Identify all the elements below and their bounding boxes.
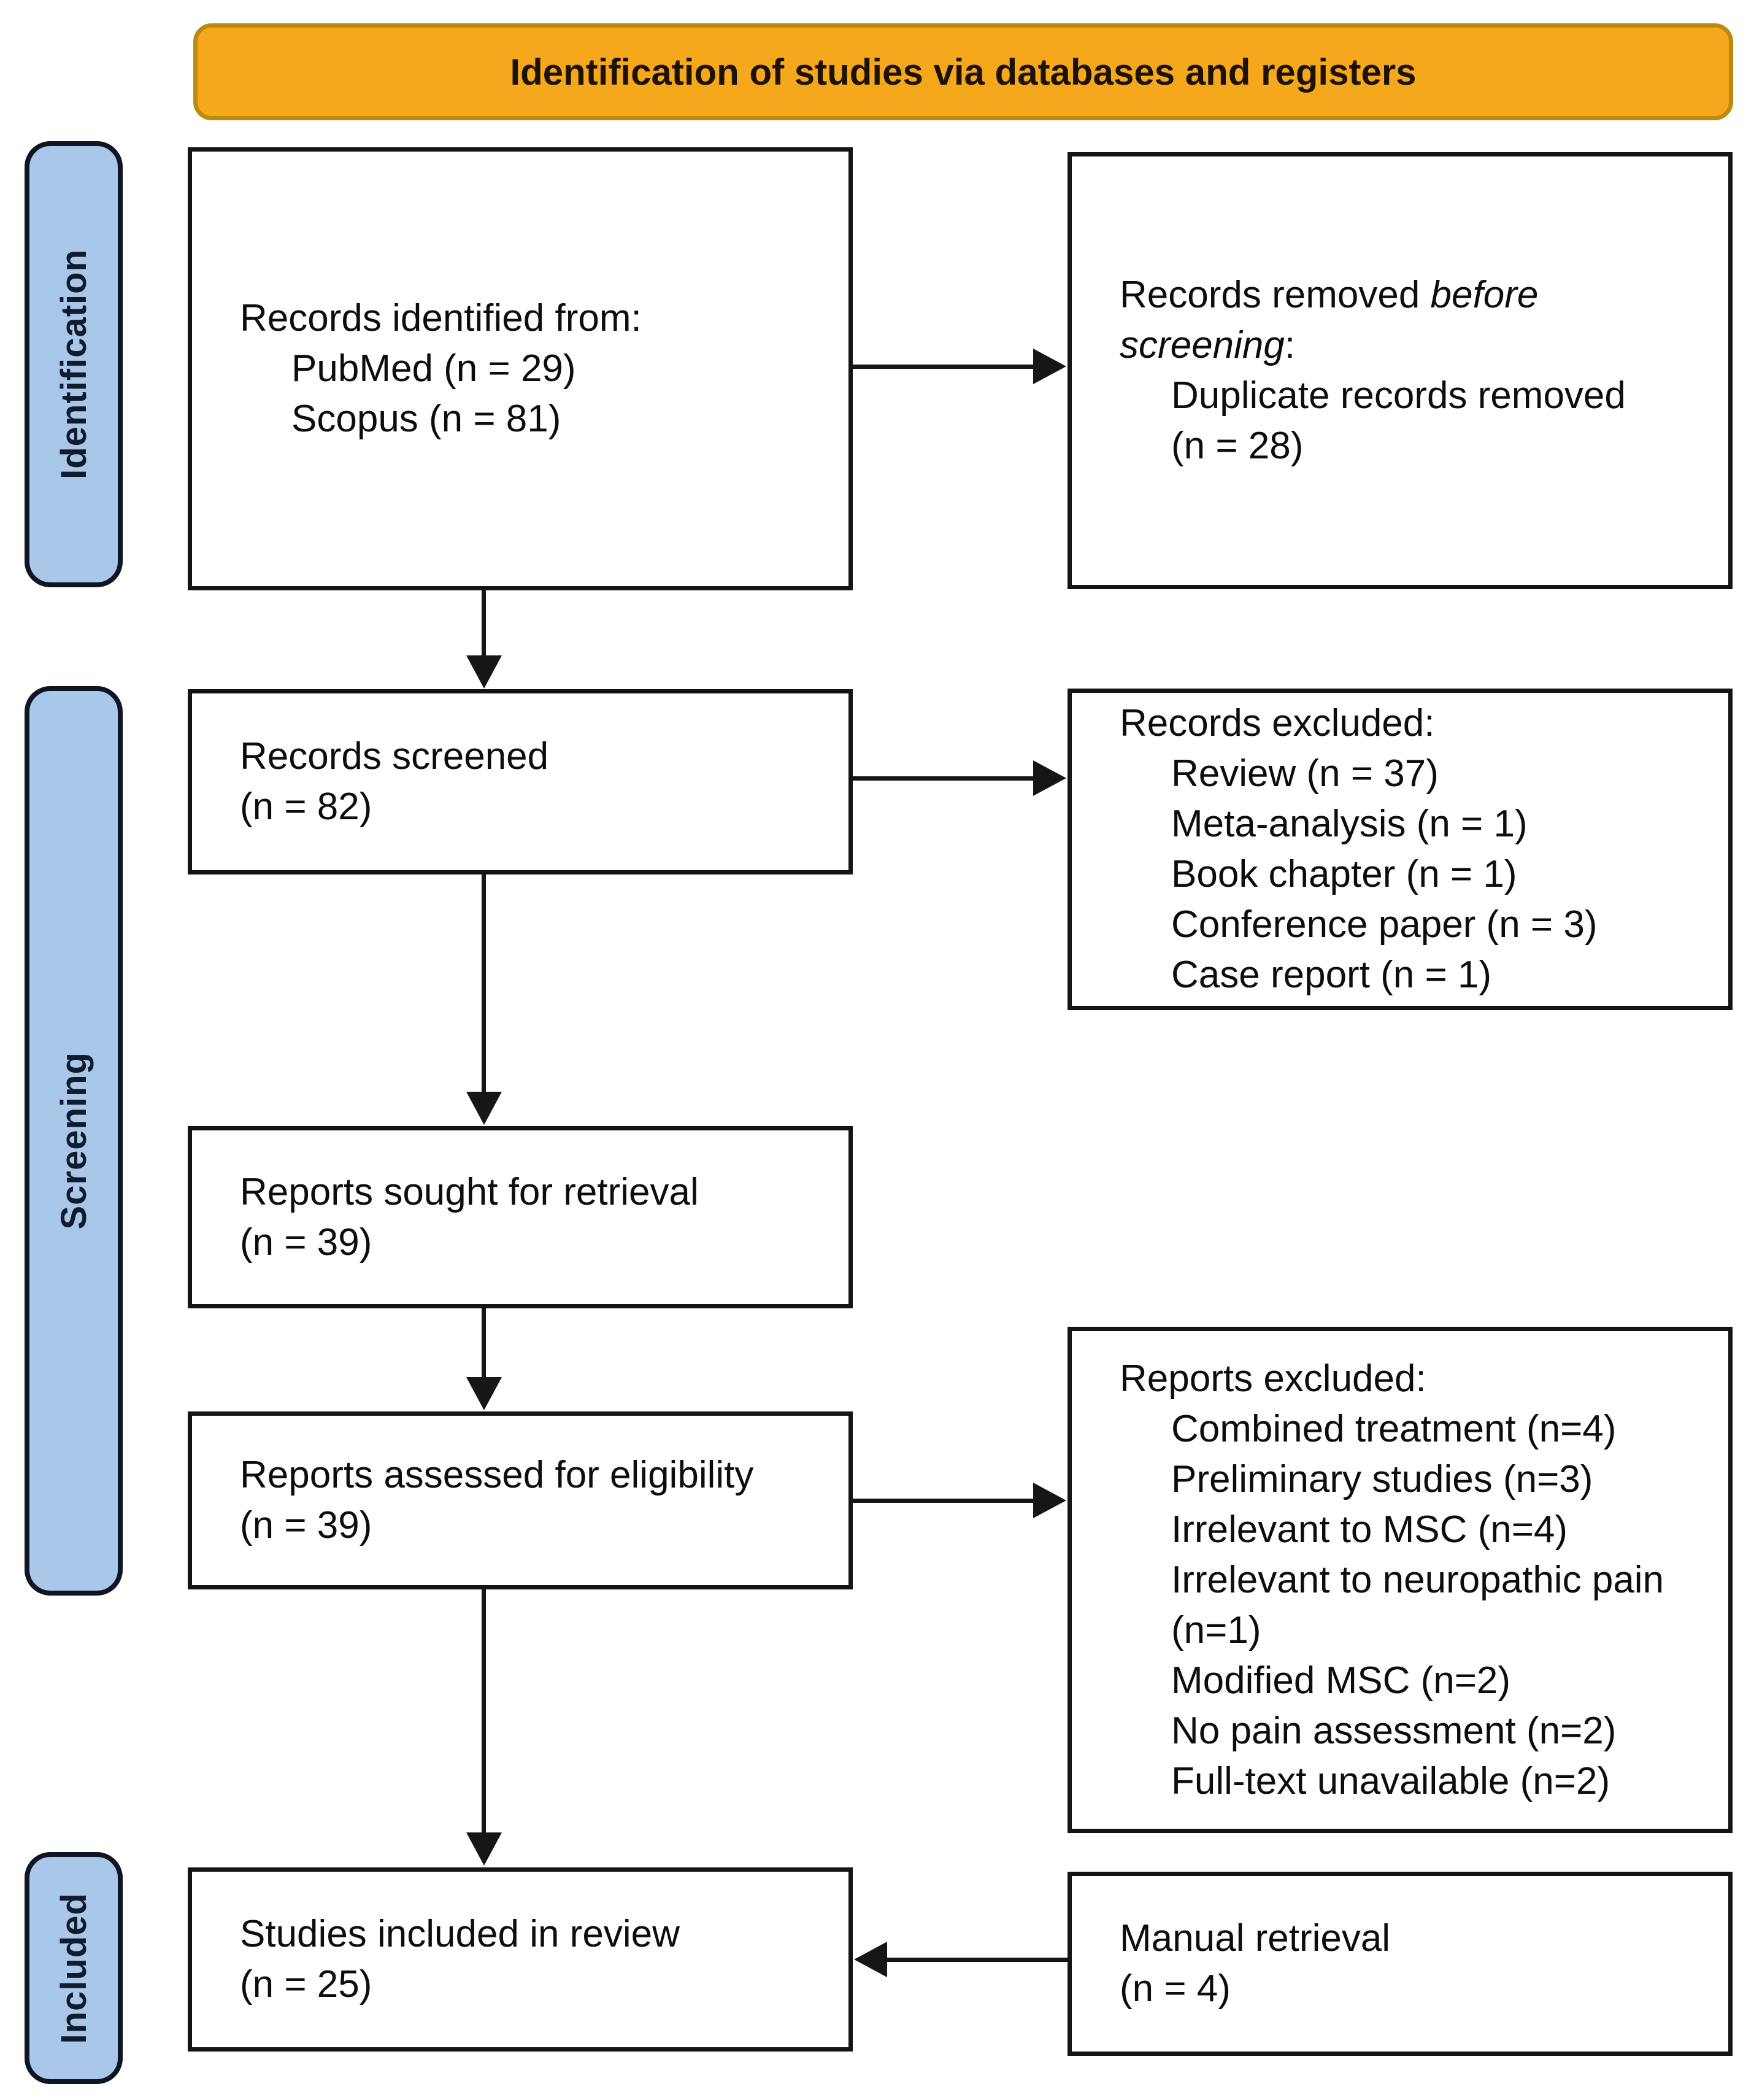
arrow-shaft [883,1958,1068,1962]
reports-excluded-item: Combined treatment (n=4) [1171,1407,1617,1450]
stage-label-identification: Identification [25,141,123,587]
arrowhead-right-icon [1033,760,1066,796]
reports-excluded-item: No pain assessment (n=2) [1171,1709,1617,1752]
records-identified-item: Scopus (n = 81) [291,398,561,440]
arrow-shaft [482,1308,486,1380]
arrow-shaft [853,1499,1037,1503]
records-excluded-item: Case report (n = 1) [1171,954,1492,996]
records-excluded-item: Book chapter (n = 1) [1171,853,1517,895]
arrowhead-right-icon [1033,349,1066,384]
diagram-title: Identification of studies via databases … [510,51,1417,93]
arrowhead-left-icon [854,1942,887,1977]
reports-excluded-item: Modified MSC (n=2) [1171,1659,1511,1702]
arrowhead-down-icon [466,1377,502,1410]
reports-excluded-item: Irrelevant to MSC (n=4) [1171,1508,1568,1551]
records-removed-title: Records removed before screening: [1120,270,1610,371]
reports-assessed-line: Reports assessed for eligibility [240,1454,754,1496]
manual-retrieval-line: Manual retrieval [1120,1917,1391,1959]
stage-included-text: Included [53,1892,94,2044]
arrow-shaft [853,365,1037,369]
box-records-removed: Records removed before screening: Duplic… [1068,152,1733,589]
manual-retrieval-count: (n = 4) [1120,1967,1231,2010]
box-records-screened: Records screened (n = 82) [188,689,853,874]
arrowhead-right-icon [1033,1483,1066,1518]
records-excluded-item: Review (n = 37) [1171,752,1439,795]
studies-included-count: (n = 25) [240,1963,372,2005]
records-excluded-item: Meta-analysis (n = 1) [1171,803,1528,845]
reports-excluded-item: Preliminary studies (n=3) [1171,1457,1593,1500]
records-identified-title: Records identified from: [240,297,642,339]
reports-excluded-item: Irrelevant to neuropathic pain (n=1) [1171,1558,1664,1651]
arrow-shaft [482,874,486,1094]
arrow-shaft [482,590,486,659]
box-reports-assessed: Reports assessed for eligibility (n = 39… [188,1411,853,1589]
arrowhead-down-icon [466,1832,502,1866]
stage-label-included: Included [25,1852,123,2084]
studies-included-line: Studies included in review [240,1913,680,1955]
stage-label-screening: Screening [25,686,123,1596]
records-screened-line: Records screened [240,735,549,778]
box-reports-sought: Reports sought for retrieval (n = 39) [188,1126,853,1308]
records-identified-item: PubMed (n = 29) [291,347,576,390]
stage-screening-text: Screening [53,1052,94,1230]
box-records-excluded: Records excluded: Review (n = 37) Meta-a… [1068,689,1733,1010]
records-screened-count: (n = 82) [240,786,372,828]
records-excluded-item: Conference paper (n = 3) [1171,903,1598,946]
records-removed-title-prefix: Records removed [1120,274,1431,316]
box-studies-included: Studies included in review (n = 25) [188,1867,853,2052]
arrowhead-down-icon [466,1092,502,1125]
records-excluded-title: Records excluded: [1120,702,1435,744]
arrow-shaft [853,776,1037,781]
records-removed-title-italic: before screening [1120,274,1539,366]
records-removed-title-suffix: : [1284,324,1296,366]
box-reports-excluded: Reports excluded: Combined treatment (n=… [1068,1327,1733,1833]
reports-excluded-item: Full-text unavailable (n=2) [1171,1759,1610,1802]
reports-sought-line: Reports sought for retrieval [240,1170,699,1213]
box-manual-retrieval: Manual retrieval (n = 4) [1068,1872,1733,2056]
reports-excluded-title: Reports excluded: [1120,1357,1426,1400]
title-banner: Identification of studies via databases … [193,23,1733,120]
arrowhead-down-icon [466,655,502,689]
arrow-shaft [482,1589,486,1835]
reports-assessed-count: (n = 39) [240,1504,372,1546]
reports-sought-count: (n = 39) [240,1221,372,1264]
stage-identification-text: Identification [53,249,94,479]
records-removed-item: Duplicate records removed (n = 28) [1171,374,1626,467]
box-records-identified: Records identified from: PubMed (n = 29)… [188,147,853,590]
